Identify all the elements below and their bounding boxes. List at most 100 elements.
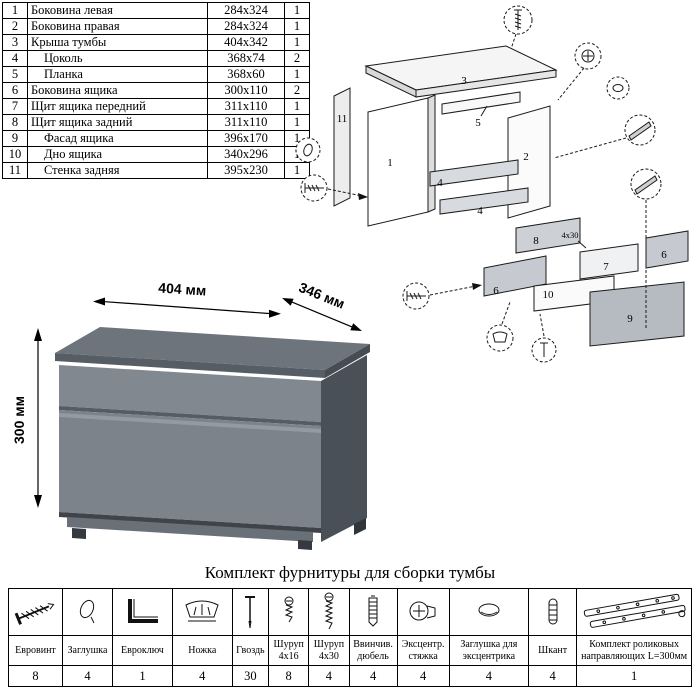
part-name: Боковина правая [27, 18, 208, 35]
hardware-item: Шуруп 4х30 4 [309, 589, 350, 686]
hardware-item: Комплект роликовых направляющих L=300мм … [577, 589, 691, 686]
part-label-6a: 6 [493, 285, 499, 297]
hardware-item-qty: 1 [630, 668, 638, 683]
part-11-back-panel [333, 87, 351, 207]
hardware-item-name: Заглушка для эксцентрика [449, 636, 529, 666]
part-label-4a: 4 [437, 177, 443, 189]
part-number: 5 [2, 66, 28, 83]
table-row: 11 Стенка задняя 395x230 1 [2, 162, 310, 179]
hardware-item: Евроключ 1 [113, 589, 173, 686]
part-7-drawer-front [579, 243, 639, 280]
roller-guides-icon [577, 589, 691, 636]
part-label-3: 3 [461, 75, 467, 87]
part-number: 6 [2, 82, 28, 99]
part-label-5: 5 [475, 117, 481, 129]
table-row: 2 Боковина правая 284x324 1 [2, 18, 310, 35]
euroscrew-icon [9, 589, 62, 636]
hardware-item: Шуруп 4х16 8 [269, 589, 310, 686]
part-4-plinth-strips [429, 159, 529, 215]
part-size: 395x230 [207, 162, 285, 179]
part-size: 340x296 [207, 146, 285, 163]
hardware-item-qty: 8 [32, 668, 39, 683]
part-number: 1 [2, 2, 28, 19]
part-size: 311x110 [207, 98, 285, 115]
dimension-arrows [34, 297, 362, 508]
hardware-item-qty: 8 [285, 668, 292, 683]
part-label-8: 8 [533, 235, 539, 247]
part-number: 3 [2, 34, 28, 51]
hardware-item: Ввинчив. дюбель 4 [349, 589, 398, 686]
hardware-item: Шкант 4 [529, 589, 578, 686]
hardware-item-qty: 4 [369, 668, 377, 683]
hardware-item-qty: 4 [199, 668, 206, 683]
hardware-item-name: Евровинт [9, 636, 62, 666]
part-size: 404x342 [207, 34, 285, 51]
leg-icon [172, 589, 232, 636]
cabinet-foot [72, 528, 86, 539]
part-5-plank [441, 91, 521, 115]
part-label-4b: 4 [477, 205, 483, 217]
hardware-item-qty: 4 [419, 668, 427, 683]
part-qty: 1 [284, 98, 310, 115]
cam-cap-icon [449, 589, 529, 636]
part-6-drawer-side-right [645, 230, 689, 269]
hardware-item-name: Евроключ [113, 636, 172, 666]
table-row: 10 Дно ящика 340x296 1 [2, 146, 310, 163]
hardware-item-name: Ввинчив. дюбель [349, 636, 397, 666]
hardware-item-name: Шуруп 4х30 [309, 636, 349, 666]
part-name: Боковина левая [27, 2, 208, 19]
part-number: 2 [2, 18, 28, 35]
part-size: 300x110 [207, 82, 285, 99]
part-name: Стенка задняя [27, 162, 208, 179]
part-name: Крыша тумбы [27, 34, 208, 51]
cabinet-render: 404 мм 346 мм 300 мм [11, 279, 370, 550]
part-label-9: 9 [627, 313, 633, 325]
screw-size-note: 4x30 [562, 230, 579, 240]
hardware-item-qty: 1 [139, 668, 146, 683]
rail-lower-callout-icon [630, 168, 662, 330]
part-9-drawer-facade [589, 281, 685, 347]
screw-callout-icon [503, 5, 533, 53]
hardware-kit-table: Евровинт 8 Заглушка 4 Евроключ 1 Ножка [8, 588, 692, 687]
part-number: 7 [2, 98, 28, 115]
cap-callout-icon [606, 76, 630, 100]
table-row: 6 Боковина ящика 300x110 2 [2, 82, 310, 99]
part-number: 4 [2, 50, 28, 67]
table-row: 1 Боковина левая 284x324 1 [2, 2, 310, 19]
table-row: 8 Щит ящика задний 311x110 1 [2, 114, 310, 131]
part-size: 311x110 [207, 114, 285, 131]
eccentric-cam-icon [397, 589, 449, 636]
hardware-item-name: Гвоздь [232, 636, 269, 666]
table-row: 4 Цоколь 368x74 2 [2, 50, 310, 67]
hardware-item: Заглушка 4 [62, 589, 114, 686]
cap-left-callout-icon [295, 137, 321, 163]
hardware-item-qty: 4 [549, 668, 556, 683]
part-name: Фасад ящика [27, 130, 208, 147]
part-qty: 1 [284, 162, 310, 179]
cabinet-top-face [55, 327, 370, 370]
part-size: 368x74 [207, 50, 285, 67]
part-label-11: 11 [337, 113, 348, 125]
part-size: 368x60 [207, 66, 285, 83]
hardware-item-name: Комплект роликовых направляющих L=300мм [577, 636, 691, 666]
parts-list-table: 1 Боковина левая 284x324 1 2 Боковина пр… [2, 2, 310, 179]
hardware-item: Евровинт 8 [9, 589, 63, 686]
hardware-item: Эксцентр. стяжка 4 [397, 589, 450, 686]
dowel-pin-icon [529, 589, 577, 636]
part-name: Щит ящика передний [27, 98, 208, 115]
nail-callout-icon [531, 313, 557, 363]
cap-icon [62, 589, 113, 636]
width-dimension-label: 404 мм [158, 280, 207, 299]
part-name: Дно ящика [27, 146, 208, 163]
hardware-item: Заглушка для эксцентрика 4 [449, 589, 530, 686]
cabinet-foot [298, 540, 312, 550]
hardware-item-name: Ножка [172, 636, 232, 666]
table-row: 7 Щит ящика передний 311x110 1 [2, 98, 310, 115]
part-3-top-panel [364, 45, 558, 98]
nail-icon [232, 589, 269, 636]
part-size: 284x324 [207, 18, 285, 35]
part-name: Щит ящика задний [27, 114, 208, 131]
screw-long-icon [309, 589, 349, 636]
leg-callout-icon [486, 301, 514, 352]
